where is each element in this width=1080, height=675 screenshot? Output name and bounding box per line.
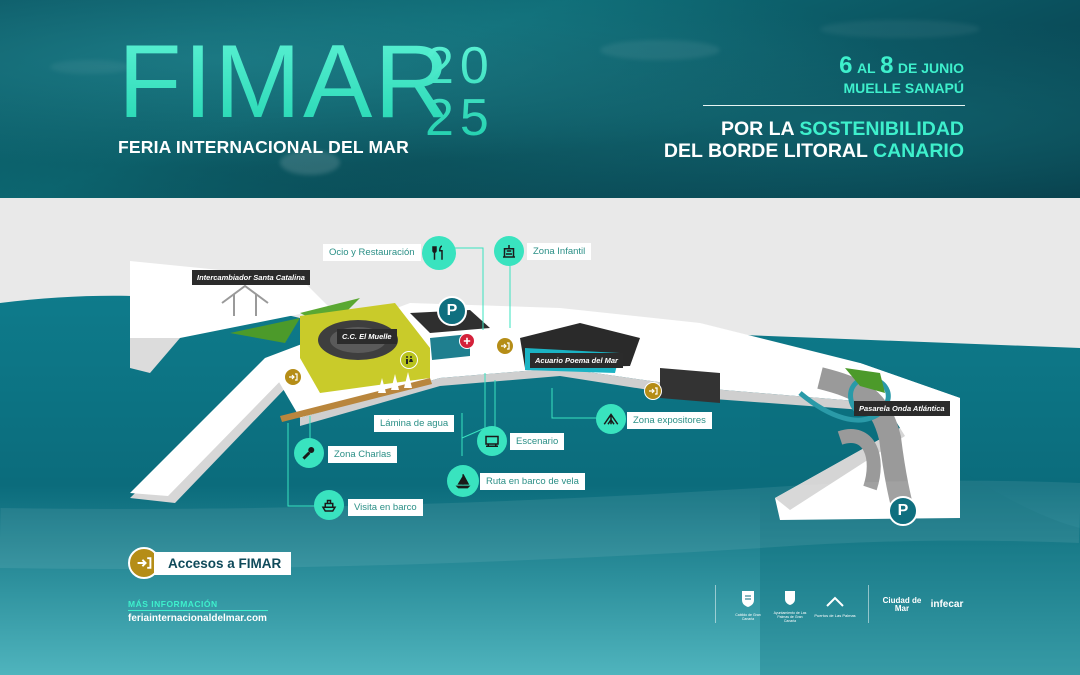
sponsor-name: Puertos de Las Palmas <box>814 613 856 618</box>
date-month: DE JUNIO <box>897 60 964 76</box>
header-banner: FIMAR 20 25 FERIA INTERNACIONAL DEL MAR … <box>0 0 1080 198</box>
info-title: MÁS INFORMACIÓN <box>128 599 218 609</box>
venue-map: Intercambiador Santa Catalina C.C. El Mu… <box>0 198 1080 675</box>
date-to: 8 <box>880 52 894 79</box>
legend-access-label: Accesos a FIMAR <box>154 551 292 575</box>
brand-year-top: 20 <box>425 37 495 95</box>
sponsor-divider <box>715 585 716 623</box>
date-from: 6 <box>839 52 853 79</box>
sponsor-puertos: Puertos de Las Palmas <box>810 595 860 618</box>
tent-icon[interactable] <box>596 404 626 434</box>
sailboat-mark <box>391 374 399 390</box>
slogan-part: BORDE LITORAL <box>707 140 868 162</box>
label-acuario: Acuario Poema del Mar <box>530 353 623 368</box>
sailboat-mark <box>404 372 412 388</box>
slogan-part: SOSTENIBILIDAD <box>799 118 964 140</box>
brand-logo-text: FIMAR <box>118 24 452 140</box>
zone-expositores-label: Zona expositores <box>627 412 712 429</box>
entrance-arrow-icon[interactable] <box>644 382 662 400</box>
ayuntamiento-logo-icon <box>785 591 795 605</box>
zone-charlas-label: Zona Charlas <box>328 446 398 463</box>
ship-icon[interactable] <box>314 490 344 520</box>
info-divider <box>128 610 268 611</box>
sponsor-ayuntamiento: Ayuntamiento de Las Palmas de Gran Canar… <box>772 590 808 623</box>
zone-ocio-label: Ocio y Restauración <box>323 244 421 261</box>
event-dates: 6 AL 8 DE JUNIO <box>839 52 964 80</box>
sponsor-name: Ayuntamiento de Las Palmas de Gran Canar… <box>773 611 807 623</box>
green-area <box>230 318 300 343</box>
map-drawing <box>0 247 1080 675</box>
sponsor-cabildo: Cabildo de Gran Canaria <box>730 590 766 621</box>
sponsor-ciudad-de-mar: Ciudad de Mar <box>882 596 922 613</box>
header-divider <box>703 105 965 106</box>
label-pasarela: Pasarela Onda Atlántica <box>854 401 950 416</box>
zone-vela-label: Ruta en barco de vela <box>480 473 585 490</box>
slogan-part: CANARIO <box>873 140 964 162</box>
microphone-icon[interactable] <box>294 438 324 468</box>
first-aid-icon <box>459 333 475 349</box>
entrance-arrow-icon[interactable] <box>496 337 514 355</box>
sponsor-divider <box>868 585 869 623</box>
tent-structure <box>221 284 269 316</box>
label-cc-muelle: C.C. El Muelle <box>337 329 397 344</box>
slogan-part: POR LA <box>720 118 794 140</box>
brand-year: 20 25 <box>425 40 525 144</box>
legend-access: Accesos a FIMAR <box>128 547 292 579</box>
slogan-part: DEL <box>663 140 703 162</box>
date-sep: AL <box>856 60 876 76</box>
label-intercambiador: Intercambiador Santa Catalina <box>192 270 310 285</box>
sponsor-name: Cabildo de Gran Canaria <box>735 613 761 621</box>
brand-year-bottom: 25 <box>425 89 495 147</box>
expositores-tent <box>660 368 720 403</box>
parking-badge[interactable]: P <box>888 496 918 526</box>
website-link[interactable]: feriainternacionaldelmar.com <box>128 613 267 624</box>
pier-left <box>130 358 295 496</box>
sea-foam <box>820 20 980 38</box>
brand-subtitle: FERIA INTERNACIONAL DEL MAR <box>118 137 409 157</box>
sailboat-icon[interactable] <box>447 465 479 497</box>
puertos-logo-icon <box>826 596 844 607</box>
road-ramp <box>837 429 881 491</box>
quay-edge <box>300 368 945 426</box>
entrance-arrow-icon[interactable] <box>284 368 302 386</box>
sea-foam <box>280 150 340 175</box>
toilets-icon <box>400 351 418 369</box>
playground-icon[interactable] <box>494 236 524 266</box>
land-edge <box>130 338 180 373</box>
sailboat-mark <box>378 378 386 393</box>
zone-lamina-label: Lámina de agua <box>374 415 455 432</box>
green-area <box>845 368 885 393</box>
cutlery-icon[interactable] <box>422 236 456 270</box>
zone-visita-label: Visita en barco <box>348 499 423 516</box>
sponsor-infecar: infecar <box>930 599 964 610</box>
sea-foam <box>600 40 720 60</box>
event-venue: MUELLE SANAPÚ <box>843 80 964 96</box>
event-slogan: POR LA SOSTENIBILIDAD DEL BORDE LITORAL … <box>664 118 964 162</box>
zone-infantil-label: Zona Infantil <box>527 243 592 260</box>
stage-icon[interactable] <box>477 426 507 456</box>
sea-foam <box>50 60 130 74</box>
cabildo-logo-icon <box>742 591 754 607</box>
parking-badge[interactable]: P <box>437 296 467 326</box>
zone-escenario-label: Escenario <box>510 433 565 450</box>
pasarela-curve <box>798 376 891 423</box>
